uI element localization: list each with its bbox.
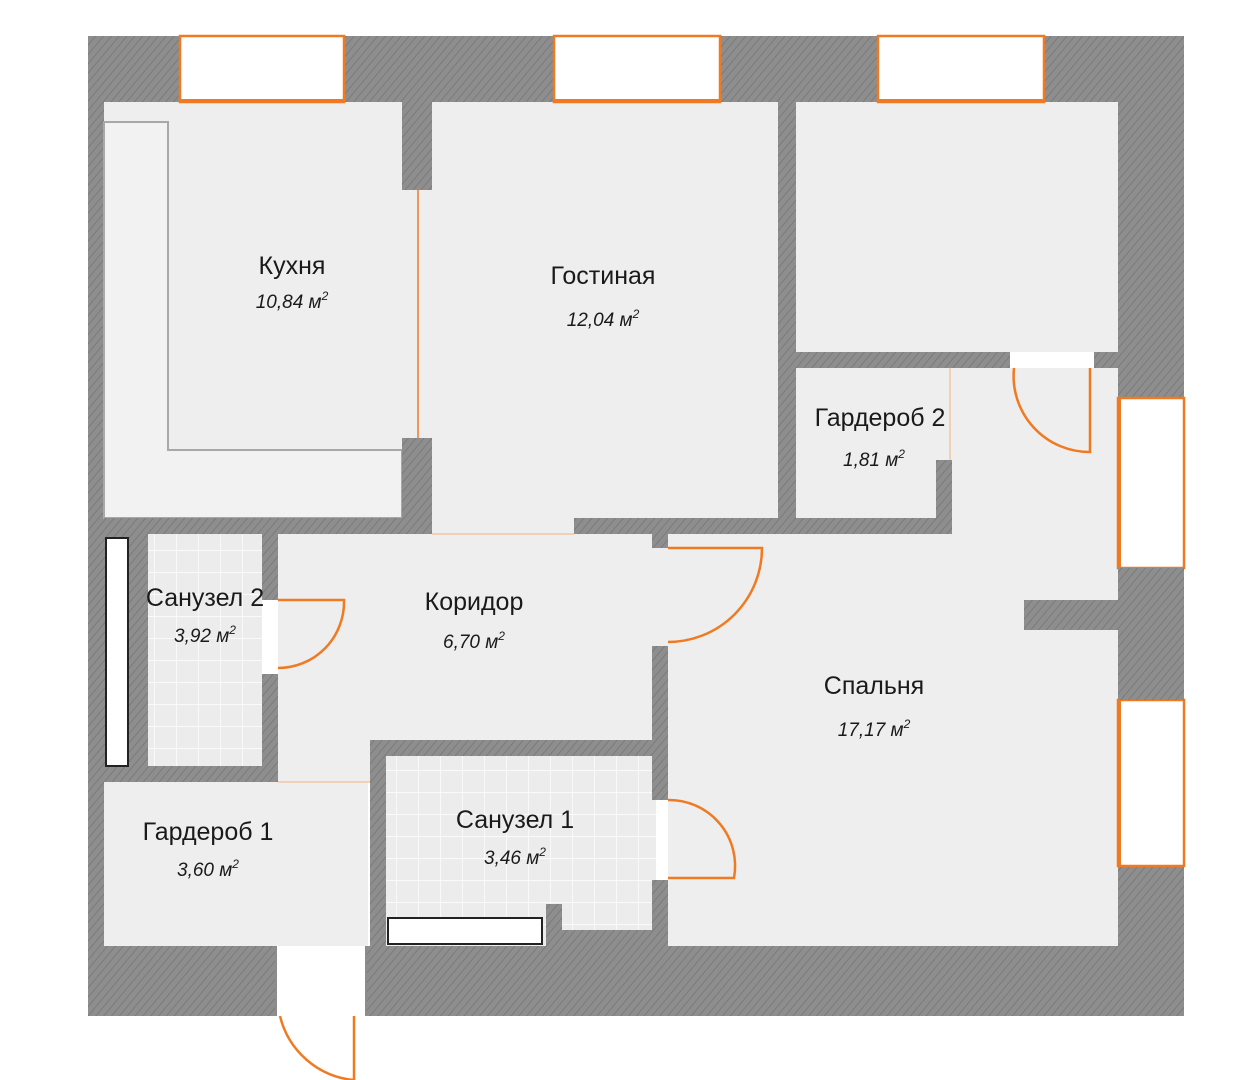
wall-pier-right-top: [1118, 352, 1184, 398]
wardrobe2-area: 1,81 м2: [843, 447, 905, 471]
wall-living-bottom: [574, 518, 796, 534]
floor-bedroom: [668, 368, 1118, 946]
bedroom-name: Спальня: [824, 672, 924, 700]
shaft-bath2: [105, 537, 129, 767]
window-kitchen: [178, 34, 346, 104]
entrance-gap: [276, 946, 366, 1016]
wall-bath1-base: [562, 930, 656, 946]
door-bath2[interactable]: [277, 598, 346, 670]
corridor-area: 6,70 м2: [443, 629, 505, 653]
floor-room-topright: [796, 102, 1118, 352]
wall-kitchen-base: [104, 518, 432, 534]
doors: [277, 367, 1092, 1080]
wall-bath2-right-bottom: [262, 674, 278, 782]
bath2-name: Санузел 2: [146, 584, 264, 612]
door-room-topright[interactable]: [1012, 367, 1092, 454]
door-bath1[interactable]: [667, 798, 737, 880]
bath2-area: 3,92 м2: [174, 623, 236, 647]
wardrobe1-name: Гардероб 1: [143, 818, 274, 846]
wall-bath1-top: [370, 740, 668, 756]
bedroom-area: 17,17 м2: [838, 717, 911, 741]
wall-bedroom-pier: [1024, 600, 1118, 630]
window-bedroom-lower: [1116, 698, 1186, 868]
openings: [278, 190, 951, 783]
floor-bath2: [148, 534, 262, 766]
wall-room-bottom-left: [796, 352, 1010, 368]
window-bedroom-upper: [1116, 396, 1186, 570]
wall-bath2-right-top: [262, 534, 278, 600]
window-room: [876, 34, 1046, 104]
windows: [178, 34, 1186, 868]
living-area: 12,04 м2: [567, 307, 640, 331]
wall-wardrobe2-left: [780, 368, 796, 534]
wall-room-bottom-right: [1094, 352, 1118, 368]
wall-between-windows: [1118, 568, 1184, 700]
door-bedroom[interactable]: [667, 546, 764, 644]
floor-wardrobe1: [104, 782, 368, 946]
window-living: [552, 34, 722, 104]
room-labels: Кухня 10,84 м2 Гостиная 12,04 м2 Гардеро…: [143, 252, 946, 881]
bath1-area: 3,46 м2: [484, 845, 546, 869]
wall-bath2-bottom: [148, 766, 278, 782]
door-entrance[interactable]: [278, 1015, 356, 1080]
wall-bedroom-left-lower: [652, 880, 668, 946]
wall-wardrobe2-bottom: [796, 518, 952, 534]
bath1-name: Санузел 1: [456, 806, 574, 834]
wall-bath1-left: [370, 740, 386, 946]
kitchen-name: Кухня: [259, 252, 326, 280]
wardrobe1-area: 3,60 м2: [177, 857, 239, 881]
wall-wardrobe2-right: [936, 460, 952, 534]
shaft-bath1: [387, 917, 543, 945]
window-sills: [180, 99, 1121, 866]
living-name: Гостиная: [551, 262, 656, 290]
wall-bedroom-left: [652, 646, 668, 800]
wall-kitchen-top: [402, 102, 432, 190]
kitchen-area: 10,84 м2: [256, 289, 329, 313]
floor-bath1: [386, 756, 656, 946]
wall-stub-door: [652, 534, 668, 548]
wall-bath1-inner: [546, 904, 562, 946]
wardrobe2-name: Гардероб 2: [815, 404, 946, 432]
corridor-name: Коридор: [425, 588, 524, 616]
